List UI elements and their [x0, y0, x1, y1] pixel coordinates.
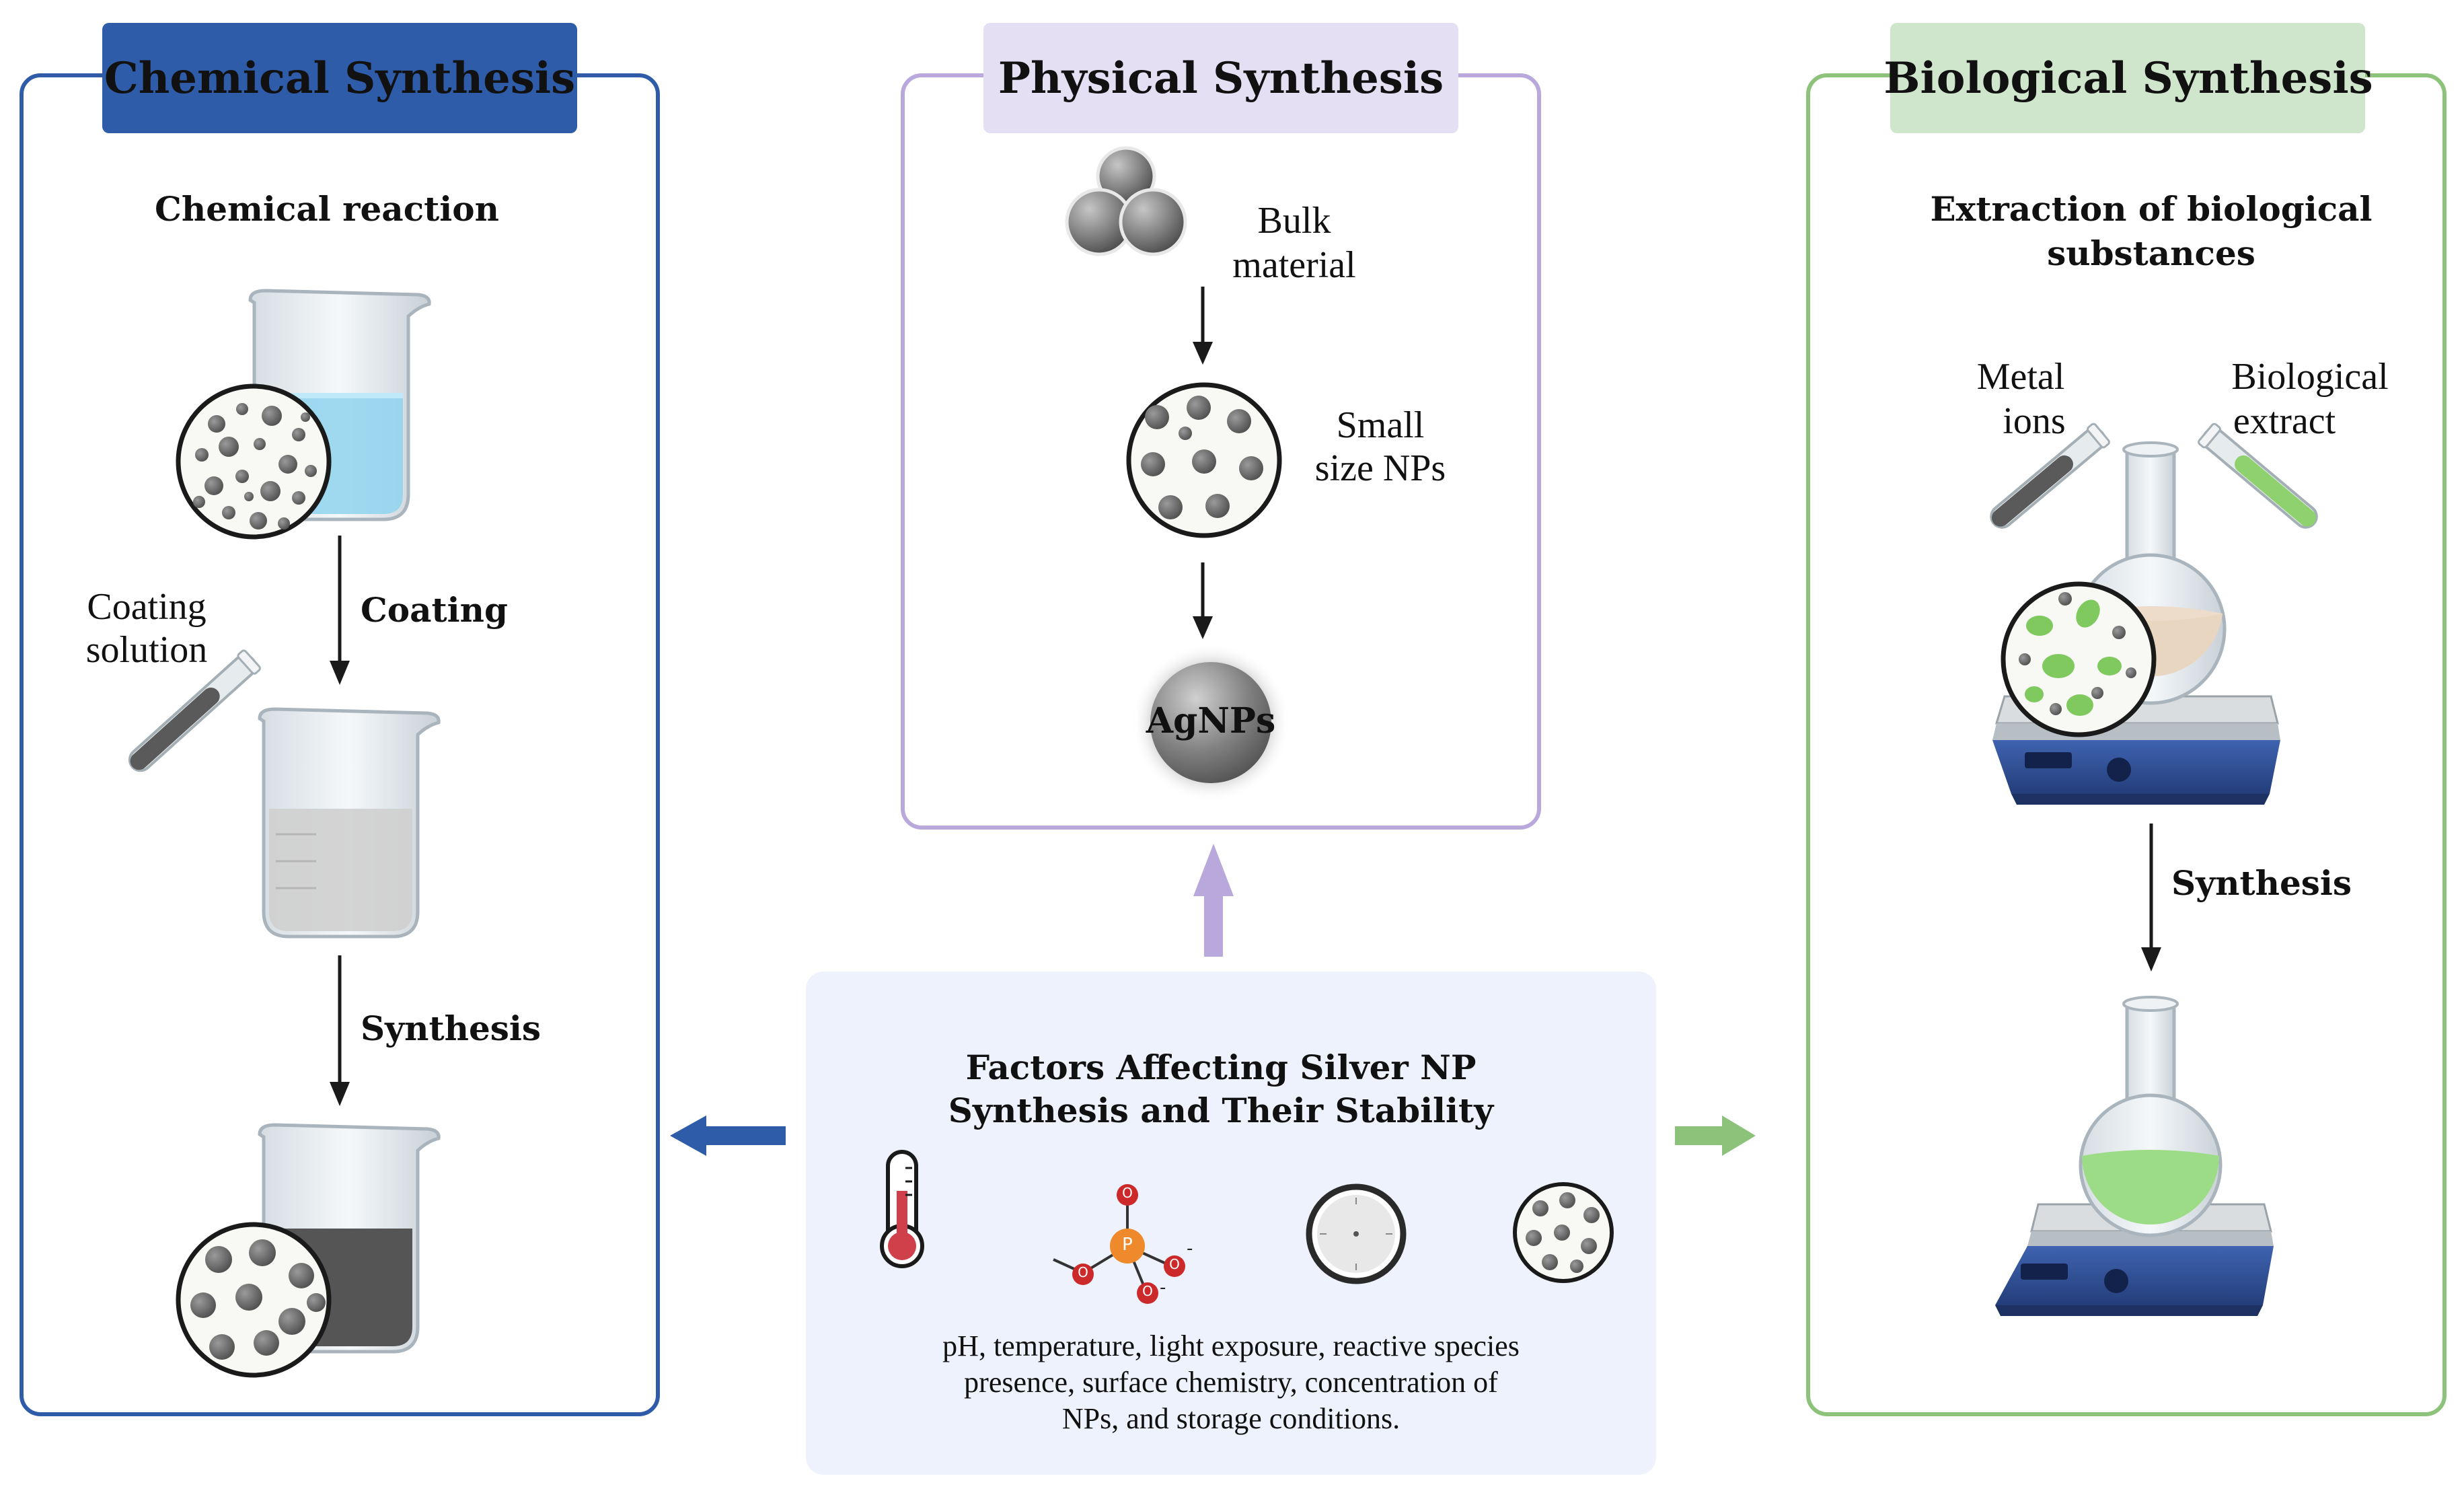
oxygen-label: O: [1142, 1283, 1153, 1299]
small-nps-label-line1: Small: [1336, 404, 1425, 446]
factors-box: [806, 972, 1656, 1475]
beaker-icon: [258, 707, 441, 939]
extraction-heading-line2: substances: [2047, 233, 2255, 273]
physical-header-bg: [983, 23, 1458, 133]
test-tube-icon: [128, 649, 261, 772]
small-nps-label-line2: size NPs: [1314, 447, 1446, 489]
coating-solution-label-line1: Coating: [87, 586, 207, 628]
chemical-synthesis-arrow-label: Synthesis: [361, 1009, 542, 1048]
phosphate-molecule-icon: [1053, 1184, 1185, 1304]
metal-ions-label-line1: Metal: [1976, 356, 2065, 398]
factors-description-line1: pH, temperature, light exposure, reactiv…: [942, 1329, 1520, 1362]
bulk-material-label-line1: Bulk: [1257, 200, 1331, 242]
biological-header-bg: [1890, 23, 2365, 133]
factors-title-line2: Synthesis and Their Stability: [948, 1091, 1494, 1130]
nanoparticle-circle-icon: [176, 383, 332, 540]
factors-description-line2: presence, surface chemistry, concentrati…: [964, 1366, 1498, 1399]
chemical-header-bg: [102, 23, 577, 133]
nanoparticle-circle-icon: [1513, 1182, 1614, 1283]
sphere-cluster-icon: [1065, 146, 1187, 256]
bulk-material-label-line2: material: [1232, 244, 1356, 286]
extraction-heading-line1: Extraction of biological: [1930, 189, 2373, 229]
test-tube-icon: [2198, 423, 2318, 529]
metal-ions-label-line2: ions: [2003, 400, 2066, 442]
factors-title-line1: Factors Affecting Silver NP: [965, 1048, 1477, 1087]
biological-extract-label-line2: extract: [2233, 400, 2336, 442]
coating-arrow-label: Coating: [361, 590, 508, 630]
nanoparticle-circle-icon: [2001, 581, 2157, 737]
nanoparticle-circle-icon: [1126, 382, 1282, 538]
oxygen-label: O: [1078, 1264, 1088, 1280]
chemical-reaction-heading: Chemical reaction: [155, 189, 499, 229]
hot-plate-icon: [1995, 1203, 2274, 1316]
coating-solution-label-line2: solution: [85, 629, 208, 671]
thermometer-icon: [880, 1150, 924, 1268]
oxygen-label: O: [1122, 1185, 1133, 1201]
charge-label: -: [1187, 1239, 1193, 1259]
biological-extract-label-line1: Biological: [2231, 356, 2389, 398]
round-flask-icon: [2079, 996, 2223, 1237]
biological-panel-title: Biological Synthesis: [1883, 53, 2373, 104]
biological-synthesis-arrow-label: Synthesis: [2171, 863, 2352, 903]
nanoparticle-circle-icon: [176, 1222, 332, 1378]
agnp-sphere: [1150, 662, 1271, 783]
physical-panel-title: Physical Synthesis: [998, 53, 1444, 104]
factors-description-line3: NPs, and storage conditions.: [1061, 1402, 1401, 1435]
chemical-panel-title: Chemical Synthesis: [104, 53, 576, 104]
phosphate-p-label: P: [1122, 1235, 1133, 1255]
agnps-label: AgNPs: [1146, 700, 1276, 741]
charge-label: -: [1160, 1278, 1166, 1298]
clock-icon: [1306, 1183, 1407, 1284]
test-tube-icon: [1990, 423, 2110, 529]
oxygen-label: O: [1169, 1256, 1180, 1272]
